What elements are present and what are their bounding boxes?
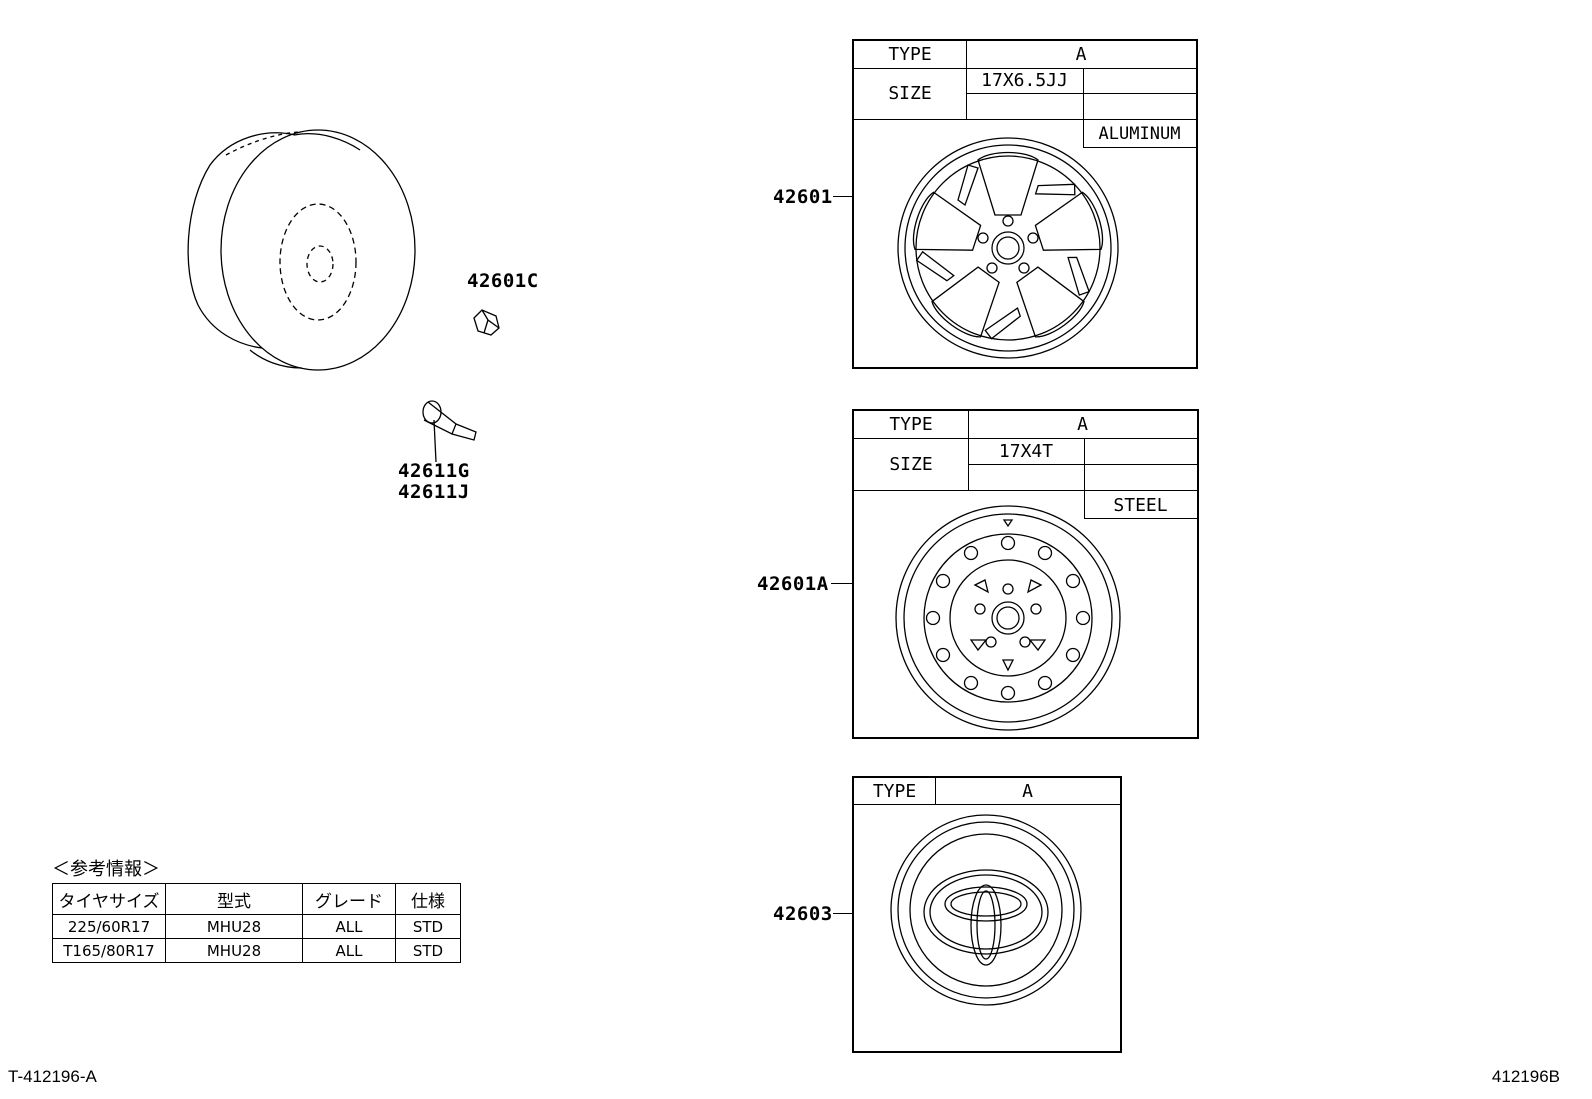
part-label-aluminum-wheel: 42601	[773, 186, 833, 208]
type-value: A	[1075, 44, 1087, 65]
part-label-ornament: 42603	[773, 903, 833, 925]
type-label: TYPE	[872, 781, 917, 802]
cell-spec: STD	[395, 914, 461, 939]
header-grade: グレード	[302, 883, 396, 915]
leader-line	[831, 583, 853, 584]
leader-line	[833, 196, 853, 197]
cell-grade: ALL	[302, 938, 396, 963]
table-header-row: タイヤサイズ 型式 グレード 仕様	[52, 883, 461, 915]
valve-stem-illustration	[422, 400, 477, 463]
size-value: 17X6.5JJ	[981, 70, 1068, 91]
header-model: 型式	[165, 883, 303, 915]
size-label: SIZE	[889, 454, 933, 475]
table-row: 225/60R17 MHU28 ALL STD	[52, 914, 461, 939]
cell-tire-size: 225/60R17	[52, 914, 166, 939]
table-row: T165/80R17 MHU28 ALL STD	[52, 938, 461, 963]
footer-code-left: T-412196-A	[8, 1067, 97, 1086]
cell-grade: ALL	[302, 914, 396, 939]
type-value: A	[1077, 414, 1088, 435]
type-label: TYPE	[888, 44, 932, 65]
cell-model: MHU28	[165, 938, 303, 963]
header-tire-size: タイヤサイズ	[52, 883, 166, 915]
cell-model: MHU28	[165, 914, 303, 939]
reference-title: ＜参考情報＞	[52, 859, 160, 880]
material-value: STEEL	[1113, 495, 1168, 516]
tire-illustration	[187, 129, 416, 371]
leader-line	[833, 913, 853, 914]
part-label-valve-cap: 42601C	[467, 270, 539, 292]
type-label: TYPE	[889, 414, 933, 435]
valve-cap-illustration	[473, 309, 500, 336]
part-label-valve-2: 42611J	[398, 481, 470, 503]
steel-wheel-illustration	[895, 505, 1121, 731]
material-value: ALUMINUM	[1098, 124, 1181, 144]
part-label-valve-1: 42611G	[398, 460, 470, 482]
size-label: SIZE	[888, 83, 932, 104]
aluminum-wheel-illustration	[897, 137, 1119, 359]
spec-box-steel: TYPE A SIZE 17X4T STEEL	[852, 409, 1199, 739]
size-value: 17X4T	[998, 441, 1054, 462]
cell-spec: STD	[395, 938, 461, 963]
footer-code-right: 412196B	[1491, 1067, 1560, 1086]
header-spec: 仕様	[395, 883, 461, 915]
type-value: A	[1022, 781, 1033, 802]
spec-box-aluminum: TYPE A SIZE 17X6.5JJ ALUMINUM	[852, 39, 1198, 369]
cell-tire-size: T165/80R17	[52, 938, 166, 963]
part-label-steel-wheel: 42601A	[757, 573, 829, 595]
ornament-illustration	[890, 814, 1082, 1006]
spec-box-ornament: TYPE A	[852, 776, 1122, 1053]
reference-table: タイヤサイズ 型式 グレード 仕様 225/60R17 MHU28 ALL ST…	[52, 883, 461, 963]
